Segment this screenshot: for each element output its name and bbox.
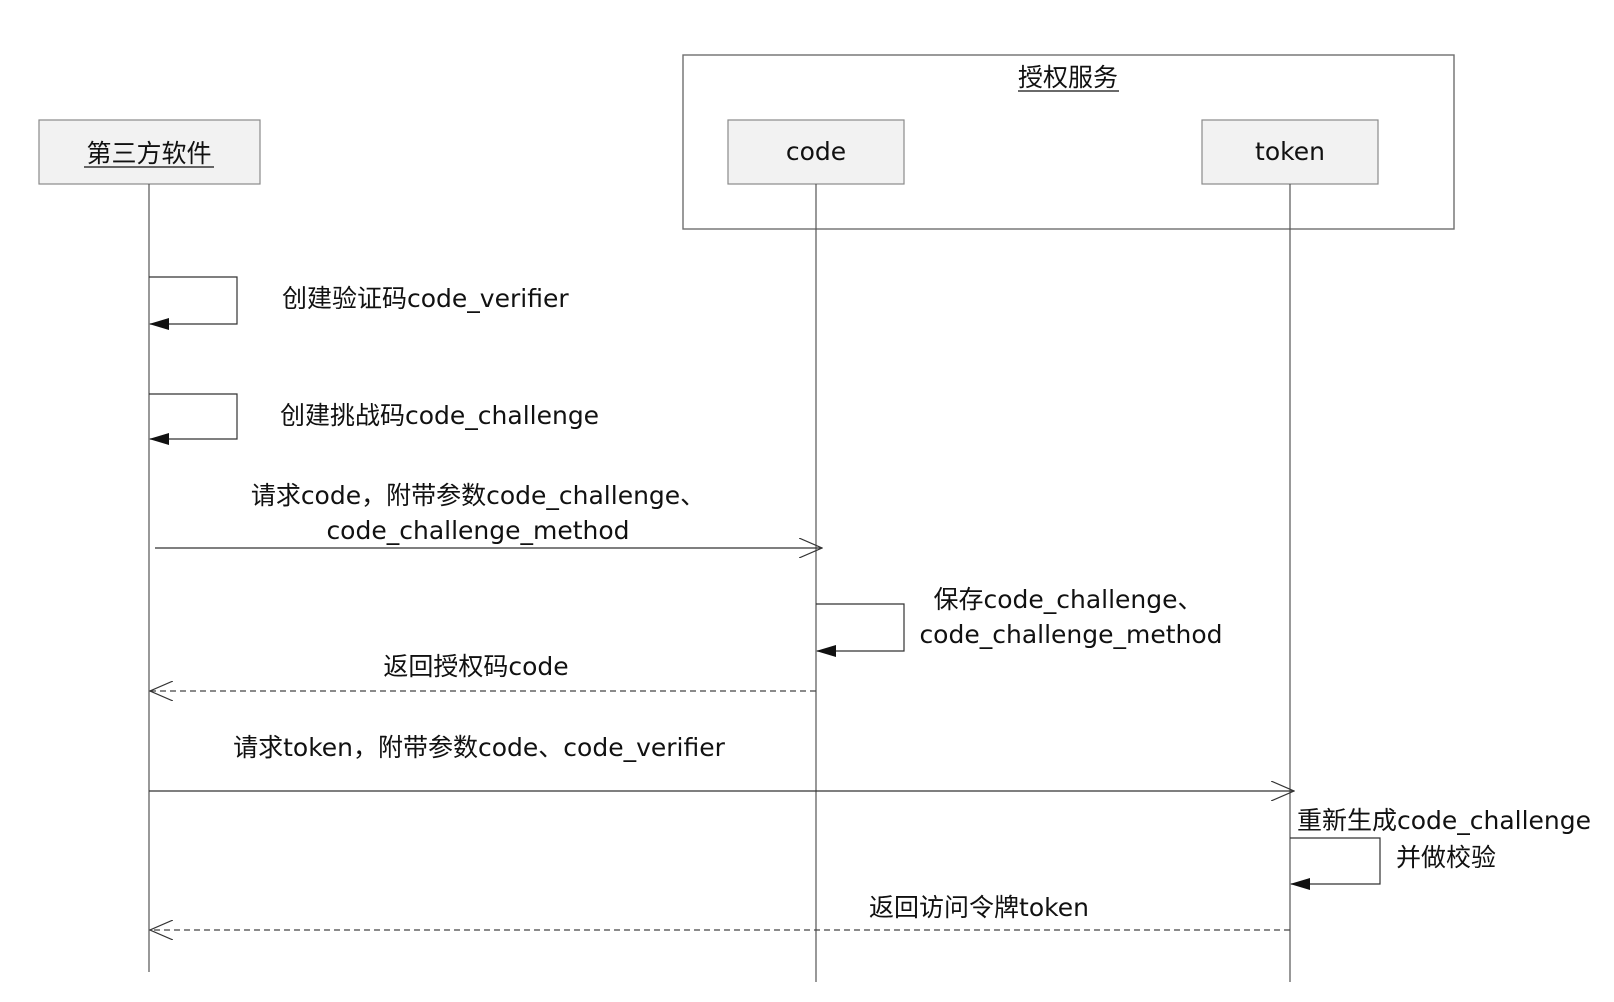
message-request-token-label: 请求token，附带参数code、code_verifier: [233, 733, 726, 762]
message-request-code-label-1: 请求code，附带参数code_challenge、: [251, 481, 705, 510]
message-create-code-challenge: 创建挑战码code_challenge: [149, 393, 599, 445]
participant-token-label: token: [1255, 137, 1325, 166]
message-create-code-challenge-label: 创建挑战码code_challenge: [280, 401, 599, 430]
message-save-code-challenge: 保存code_challenge、 code_challenge_method: [816, 585, 1223, 657]
message-request-code-label-2: code_challenge_method: [326, 516, 629, 545]
message-regenerate-label-2: 并做校验: [1396, 843, 1496, 872]
message-return-auth-code-label: 返回授权码code: [383, 652, 568, 681]
message-regenerate-label-1: 重新生成code_challenge: [1297, 806, 1591, 835]
message-return-access-token: 返回访问令牌token: [150, 893, 1290, 930]
auth-service-group: 授权服务: [682, 54, 1455, 230]
participant-code: code: [727, 119, 905, 185]
message-return-auth-code: 返回授权码code: [150, 652, 816, 691]
group-title: 授权服务: [1018, 63, 1118, 92]
message-create-code-verifier: 创建验证码code_verifier: [149, 276, 569, 330]
participant-code-label: code: [786, 137, 846, 166]
message-request-token: 请求token，附带参数code、code_verifier: [149, 733, 1294, 791]
participant-client-label: 第三方软件: [86, 139, 211, 168]
message-return-access-token-label: 返回访问令牌token: [869, 893, 1089, 922]
message-request-code: 请求code，附带参数code_challenge、 code_challeng…: [155, 481, 822, 548]
message-regenerate-and-verify: 重新生成code_challenge 并做校验: [1290, 806, 1591, 890]
message-save-code-challenge-label-2: code_challenge_method: [919, 620, 1222, 649]
message-create-code-verifier-label: 创建验证码code_verifier: [282, 284, 569, 313]
message-save-code-challenge-label-1: 保存code_challenge、: [933, 585, 1202, 614]
participant-client: 第三方软件: [38, 119, 261, 185]
participant-token: token: [1201, 119, 1379, 185]
